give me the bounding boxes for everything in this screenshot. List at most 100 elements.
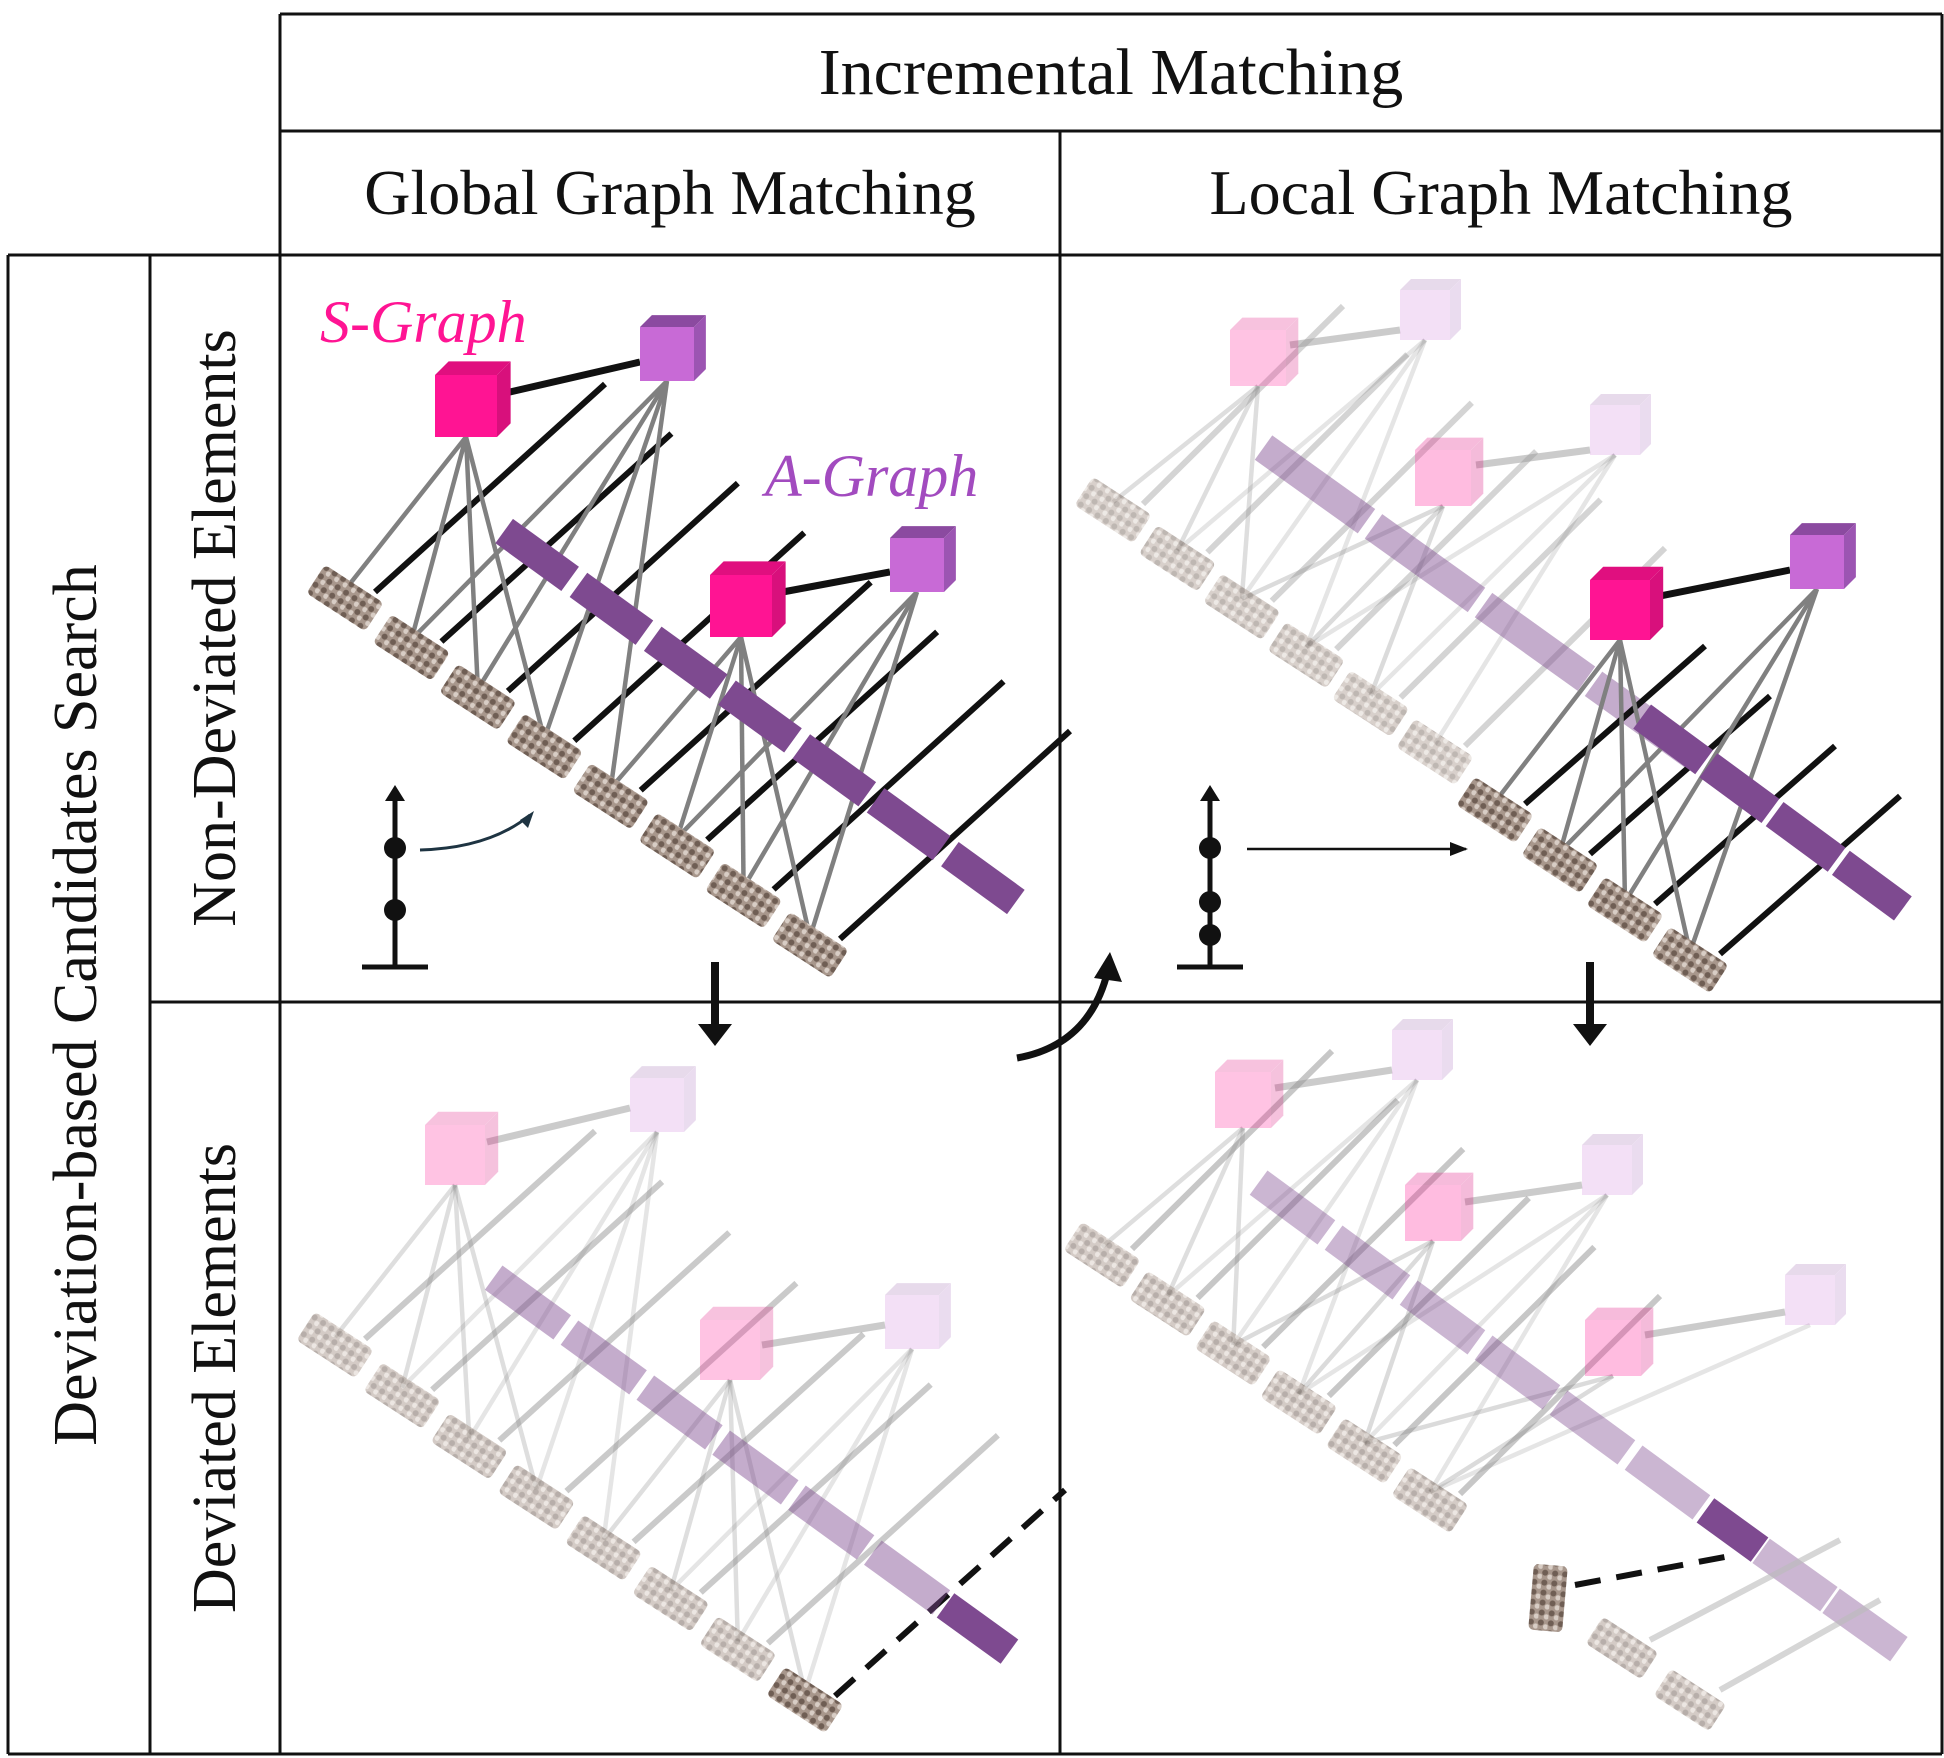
rung	[1588, 693, 1772, 857]
spoke	[741, 590, 919, 889]
spoke	[1428, 1374, 1615, 1494]
spoke	[1362, 1193, 1609, 1445]
point-cluster	[441, 665, 515, 729]
s-node	[1215, 1059, 1284, 1128]
point-cluster	[634, 1567, 708, 1630]
spoke	[475, 379, 669, 691]
spoke	[1557, 639, 1623, 853]
point-cluster	[1398, 720, 1472, 784]
down-arrow-global-head	[698, 1024, 732, 1046]
s-node	[1230, 317, 1299, 386]
point-cluster-deviated	[1528, 1564, 1568, 1632]
curved-arrow-small-head	[520, 811, 534, 828]
point-cluster	[507, 715, 581, 779]
spoke	[675, 590, 919, 840]
axis-dot	[1199, 891, 1221, 913]
spoke	[1175, 338, 1427, 553]
spoke	[542, 380, 670, 740]
spoke	[409, 436, 469, 641]
s-node	[700, 1306, 774, 1380]
axis-dot	[1199, 837, 1221, 859]
spoke	[735, 1347, 914, 1643]
point-cluster	[1262, 1370, 1336, 1434]
spoke	[452, 1184, 472, 1439]
spoke	[452, 1184, 539, 1490]
spoke	[1305, 453, 1617, 650]
beam-segment-group	[1696, 1498, 1769, 1562]
curved-arrow-large-head	[1094, 952, 1122, 982]
node-link	[1274, 1066, 1393, 1092]
point-cluster	[308, 566, 382, 630]
point-cluster	[1458, 778, 1532, 842]
spoke	[1100, 1126, 1245, 1249]
rung	[1398, 497, 1603, 700]
spoke	[1297, 1239, 1435, 1396]
node-link	[1464, 1181, 1583, 1206]
point-cluster	[1140, 526, 1215, 590]
axis-arrowhead	[385, 785, 405, 801]
spoke	[1433, 453, 1617, 746]
spoke	[1239, 385, 1261, 599]
rung-dashed	[1574, 1553, 1731, 1588]
point-cluster	[1587, 1618, 1657, 1678]
a-node	[890, 526, 956, 592]
rung	[1718, 793, 1902, 957]
point-cluster	[365, 1364, 439, 1428]
rung	[771, 679, 1006, 892]
a-node	[630, 1066, 696, 1132]
beam-segment-group	[1249, 1170, 1711, 1520]
spoke	[1304, 504, 1445, 649]
spoke	[400, 1130, 659, 1390]
point-cluster	[1393, 1468, 1467, 1532]
point-cluster	[374, 616, 449, 679]
point-cluster	[1655, 1670, 1725, 1730]
rung	[1392, 1244, 1597, 1448]
spoke	[1362, 1240, 1436, 1444]
rung	[1457, 1293, 1663, 1497]
rung	[564, 1280, 799, 1494]
spoke	[399, 1184, 458, 1389]
rung	[1523, 643, 1707, 807]
point-cluster	[773, 913, 847, 977]
spoke	[1369, 453, 1617, 698]
spoke	[1558, 587, 1819, 854]
spoke	[1687, 588, 1820, 953]
spoke	[807, 591, 920, 938]
rung	[1205, 352, 1410, 555]
rung	[1718, 1597, 1882, 1693]
s-node	[1590, 566, 1664, 640]
rung	[1648, 1537, 1842, 1643]
panel-global-deviated	[298, 1066, 1068, 1732]
column-header-global: Global Graph Matching	[364, 157, 976, 228]
rung	[1326, 1195, 1531, 1399]
s-node	[435, 361, 511, 437]
spoke	[1617, 639, 1693, 953]
spoke	[668, 1379, 733, 1592]
rung	[362, 1128, 598, 1342]
spoke	[1623, 587, 1819, 904]
spoke	[1239, 338, 1427, 601]
a-node	[885, 1283, 951, 1349]
spoke	[463, 436, 481, 690]
spoke	[1617, 639, 1628, 903]
beam-segment-group	[1752, 1538, 1908, 1662]
axis-arrowhead	[1200, 785, 1220, 801]
s-node	[710, 561, 786, 637]
point-cluster	[640, 814, 714, 878]
spoke	[1429, 1322, 1811, 1495]
spoke	[534, 1131, 660, 1490]
header-incremental-matching: Incremental Matching	[818, 35, 1404, 109]
a-node	[1785, 1264, 1846, 1325]
node-link	[1644, 1308, 1786, 1339]
spoke	[1368, 505, 1446, 697]
node-link	[486, 1104, 631, 1146]
spoke	[1428, 1193, 1609, 1494]
spoke	[738, 636, 746, 888]
spoke	[1363, 1373, 1614, 1446]
point-cluster	[298, 1313, 372, 1377]
point-cluster	[566, 1516, 641, 1580]
curved-arrow-large	[1016, 969, 1112, 1062]
node-link	[771, 568, 891, 598]
